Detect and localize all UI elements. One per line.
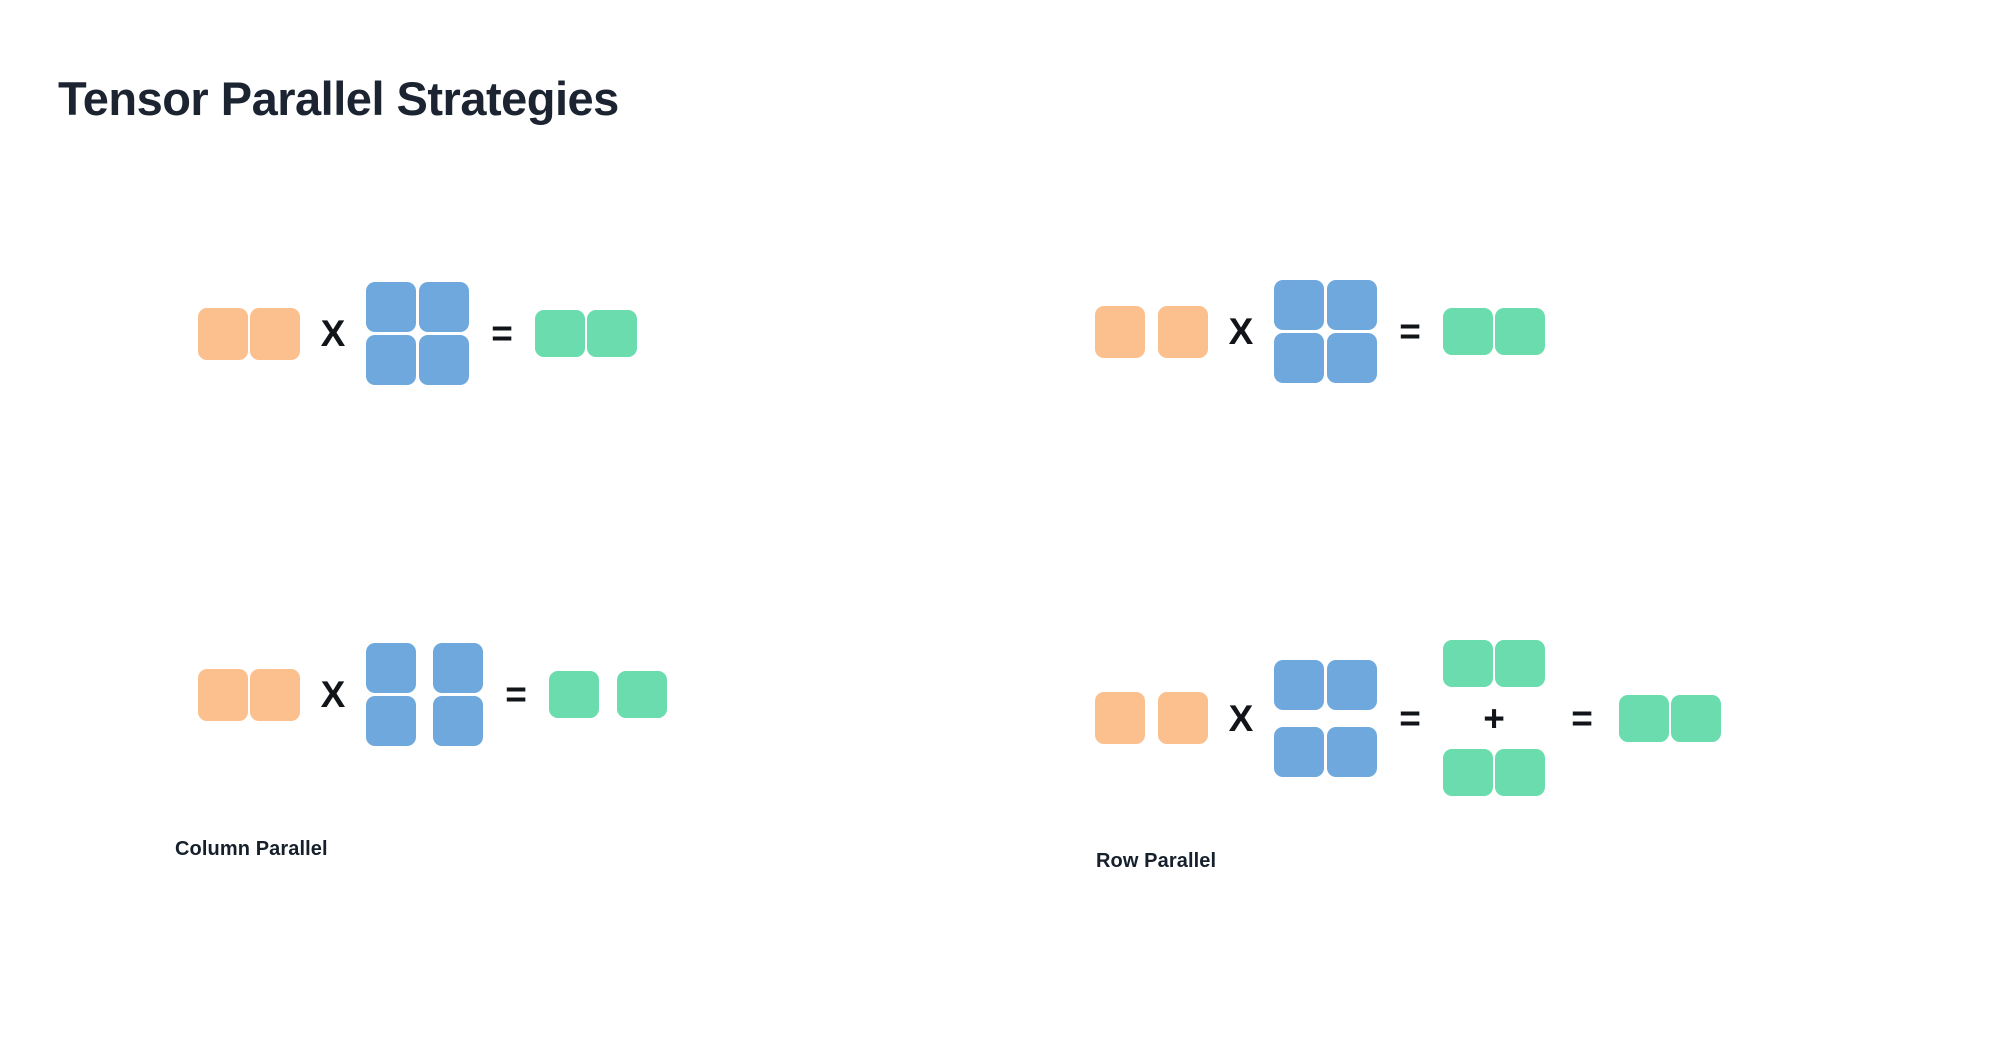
plus-operator: +: [1483, 697, 1505, 739]
multiply-operator: X: [1228, 697, 1254, 739]
output-tile: [535, 310, 585, 357]
multiply-operator: X: [320, 674, 346, 715]
weight-tile: [1274, 333, 1324, 383]
output-tile: [587, 310, 637, 357]
equals-operator: =: [491, 313, 513, 354]
weight-matrix-row-sharded: [1274, 659, 1377, 777]
diagram-row-parallel-top: X =: [1095, 280, 1545, 383]
multiply-operator: X: [320, 313, 346, 354]
partial-output-tile: [1443, 749, 1493, 796]
output-tile: [1495, 308, 1545, 355]
weight-tile: [366, 696, 416, 746]
weight-tile: [1274, 726, 1324, 777]
input-activation-vector-sharded: [1095, 692, 1208, 744]
weight-tile: [1327, 659, 1377, 710]
output-activation-vector: [1443, 308, 1545, 355]
weight-tile: [1274, 280, 1324, 330]
output-activation-vector: [1619, 694, 1721, 742]
multiply-operator: X: [1228, 311, 1254, 352]
input-tile: [1095, 692, 1145, 744]
diagram-row-parallel-bottom: X = + =: [1095, 640, 1721, 796]
page-title: Tensor Parallel Strategies: [58, 72, 619, 126]
output-tile: [549, 671, 599, 718]
weight-matrix-column-sharded: [366, 643, 483, 746]
output-tile: [1671, 694, 1721, 742]
input-tile: [250, 668, 300, 721]
label-column-parallel: Column Parallel: [175, 838, 328, 860]
equals-operator-final: =: [1571, 697, 1593, 739]
equals-operator: =: [1399, 697, 1421, 739]
output-activation-vector-sharded: [549, 671, 667, 718]
input-tile: [198, 668, 248, 721]
input-activation-vector: [198, 668, 300, 721]
partial-output-tile: [1443, 640, 1493, 687]
weight-tile: [1327, 726, 1377, 777]
weight-tile: [1274, 659, 1324, 710]
input-tile: [1158, 305, 1208, 358]
weight-matrix: [1274, 280, 1377, 383]
partial-output-vector: [1443, 640, 1545, 687]
weight-tile: [1327, 280, 1377, 330]
equals-operator: =: [505, 674, 527, 715]
weight-tile: [366, 335, 416, 385]
input-tile: [198, 307, 248, 360]
weight-tile: [1327, 333, 1377, 383]
input-tile: [250, 307, 300, 360]
diagram-column-parallel-top: X =: [198, 282, 637, 385]
partial-sums-group: +: [1443, 640, 1545, 796]
equals-operator: =: [1399, 311, 1421, 352]
input-tile: [1158, 692, 1208, 744]
diagram-column-parallel-bottom: X =: [198, 643, 667, 746]
partial-output-tile: [1495, 640, 1545, 687]
output-tile: [1619, 694, 1669, 742]
output-tile: [1443, 308, 1493, 355]
output-activation-vector: [535, 310, 637, 357]
weight-tile: [419, 282, 469, 332]
weight-tile: [433, 643, 483, 693]
weight-tile: [433, 696, 483, 746]
partial-output-vector: [1443, 749, 1545, 796]
weight-tile: [366, 282, 416, 332]
output-tile: [617, 671, 667, 718]
input-tile: [1095, 305, 1145, 358]
weight-tile: [419, 335, 469, 385]
partial-output-tile: [1495, 749, 1545, 796]
input-activation-vector: [198, 307, 300, 360]
weight-matrix: [366, 282, 469, 385]
weight-tile: [366, 643, 416, 693]
input-activation-vector-sharded: [1095, 305, 1208, 358]
label-row-parallel: Row Parallel: [1096, 850, 1217, 872]
